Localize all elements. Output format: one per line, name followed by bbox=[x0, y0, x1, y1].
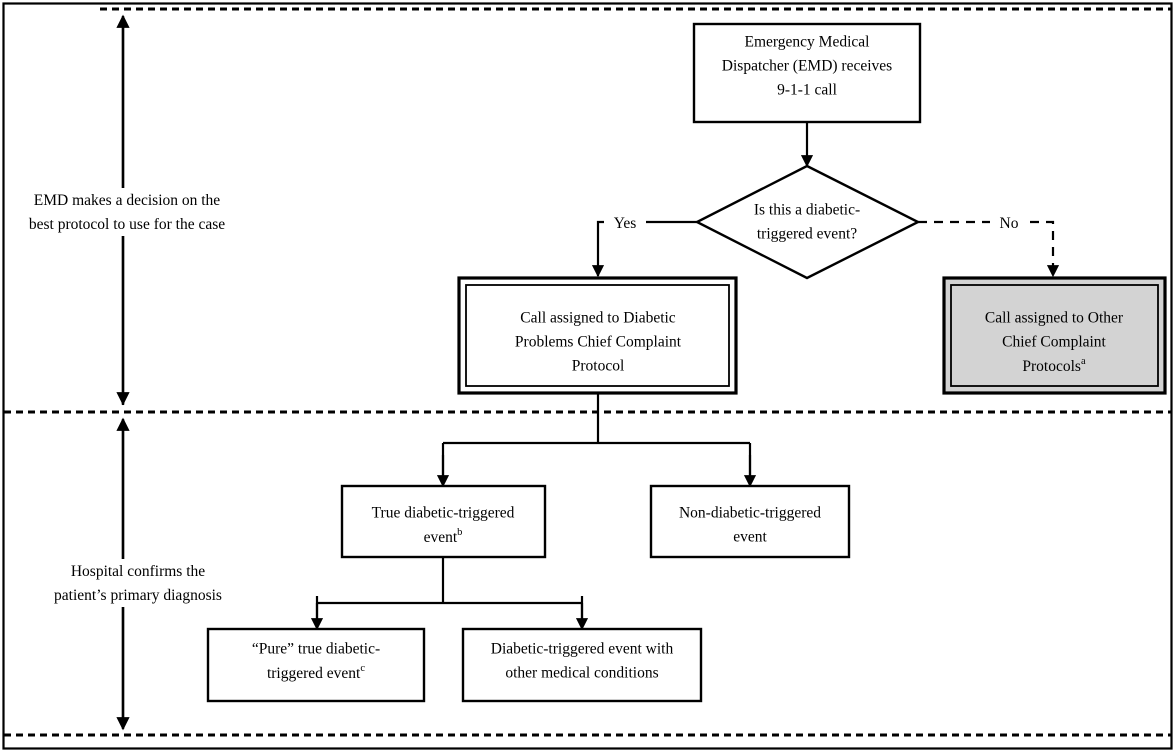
node-diabetic-protocol[interactable]: Call assigned to Diabetic Problems Chief… bbox=[457, 276, 738, 395]
edge-label-no: No bbox=[990, 211, 1028, 233]
node-non-diabetic-event-line-2: event bbox=[733, 529, 767, 546]
node-event-with-other[interactable]: Diabetic-triggered event with other medi… bbox=[461, 627, 703, 703]
swimlane-label-lower-backdrop-1 bbox=[20, 559, 256, 583]
node-start-shape bbox=[692, 22, 922, 124]
node-decision-line-2: triggered event? bbox=[757, 226, 857, 243]
edge-decision-yes bbox=[591, 220, 697, 278]
swimlane-label-upper-redraw: EMD makes a decision on the best protoco… bbox=[29, 192, 225, 233]
node-other-protocol[interactable]: Call assigned to Other Chief Complaint P… bbox=[942, 276, 1167, 395]
node-event-with-other-shape bbox=[461, 627, 703, 703]
node-true-event-line-2: eventb bbox=[424, 527, 463, 546]
node-pure-true-event[interactable]: “Pure” true diabetic- triggered eventc bbox=[206, 627, 426, 703]
swimlane-label-upper-text-1: EMD makes a decision on the bbox=[34, 192, 221, 209]
node-pure-true-event-line-1: “Pure” true diabetic- bbox=[252, 641, 380, 658]
node-pure-true-event-line-2-text: triggered event bbox=[267, 665, 361, 682]
node-diabetic-protocol-line-1: Call assigned to Diabetic bbox=[520, 310, 676, 327]
edge-label-yes: Yes bbox=[604, 211, 646, 233]
node-pure-true-event-shape bbox=[206, 627, 426, 703]
node-diabetic-protocol-line-3: Protocol bbox=[572, 358, 625, 375]
swimlane-label-upper-backdrop-group bbox=[10, 188, 244, 236]
swimlane-label-upper-backdrop-2 bbox=[10, 212, 244, 236]
swimlane-label-upper-text-2: best protocol to use for the case bbox=[29, 216, 225, 233]
node-non-diabetic-event[interactable]: Non-diabetic-triggered event bbox=[649, 484, 851, 559]
node-diabetic-protocol-line-2: Problems Chief Complaint bbox=[515, 334, 682, 351]
swimlane-label-lower-text-2: patient’s primary diagnosis bbox=[54, 587, 222, 604]
edge-protocol-split-rail bbox=[441, 393, 752, 484]
swimlane-label-lower-redraw: Hospital confirms the patient’s primary … bbox=[54, 563, 222, 604]
swimlane-label-upper-backdrop-1 bbox=[10, 188, 244, 212]
node-non-diabetic-event-line-1: Non-diabetic-triggered bbox=[679, 505, 821, 522]
node-start-line-3: 9-1-1 call bbox=[777, 82, 837, 99]
node-other-protocol-line-3: Protocolsa bbox=[1022, 356, 1086, 375]
node-pure-true-event-superscript: c bbox=[360, 663, 365, 674]
node-start-line-1: Emergency Medical bbox=[745, 34, 870, 51]
edge-decision-no bbox=[918, 220, 1060, 278]
edge-label-no-backdrop bbox=[990, 211, 1028, 233]
node-event-with-other-line-1: Diabetic-triggered event with bbox=[491, 641, 674, 658]
node-other-protocol-superscript: a bbox=[1081, 356, 1086, 367]
node-other-protocol-line-1: Call assigned to Other bbox=[985, 310, 1124, 327]
node-event-with-other-line-2: other medical conditions bbox=[505, 665, 658, 682]
node-true-event-superscript: b bbox=[457, 527, 462, 538]
node-non-diabetic-event-shape bbox=[649, 484, 851, 559]
node-decision[interactable]: Is this a diabetic- triggered event? bbox=[694, 164, 921, 280]
node-true-event[interactable]: True diabetic-triggered eventb bbox=[340, 484, 547, 559]
edge-label-yes-text: Yes bbox=[614, 215, 637, 232]
node-diabetic-protocol-inner bbox=[465, 284, 730, 387]
edge-label-no-text: No bbox=[1000, 215, 1019, 232]
node-decision-line-1: Is this a diabetic- bbox=[754, 202, 860, 219]
node-other-protocol-inner bbox=[950, 284, 1159, 387]
node-true-event-line-2-text: event bbox=[424, 529, 458, 546]
node-other-protocol-line-2: Chief Complaint bbox=[1002, 334, 1106, 351]
swimlane-label-lower-backdrop-group bbox=[20, 559, 256, 607]
swimlane-label-lower-text-1: Hospital confirms the bbox=[71, 563, 205, 580]
node-true-event-shape bbox=[340, 484, 547, 559]
swimlane-label-lower-backdrop-2 bbox=[20, 583, 256, 607]
edge-label-yes-backdrop bbox=[604, 211, 646, 233]
node-true-event-line-1: True diabetic-triggered bbox=[372, 505, 515, 522]
node-decision-shape bbox=[694, 164, 921, 280]
node-pure-true-event-line-2: triggered eventc bbox=[267, 663, 365, 682]
node-start-line-2: Dispatcher (EMD) receives bbox=[722, 58, 892, 75]
node-other-protocol-line-3-text: Protocols bbox=[1022, 358, 1081, 375]
edge-true-event-split-rail bbox=[315, 557, 584, 626]
node-start[interactable]: Emergency Medical Dispatcher (EMD) recei… bbox=[692, 22, 922, 124]
